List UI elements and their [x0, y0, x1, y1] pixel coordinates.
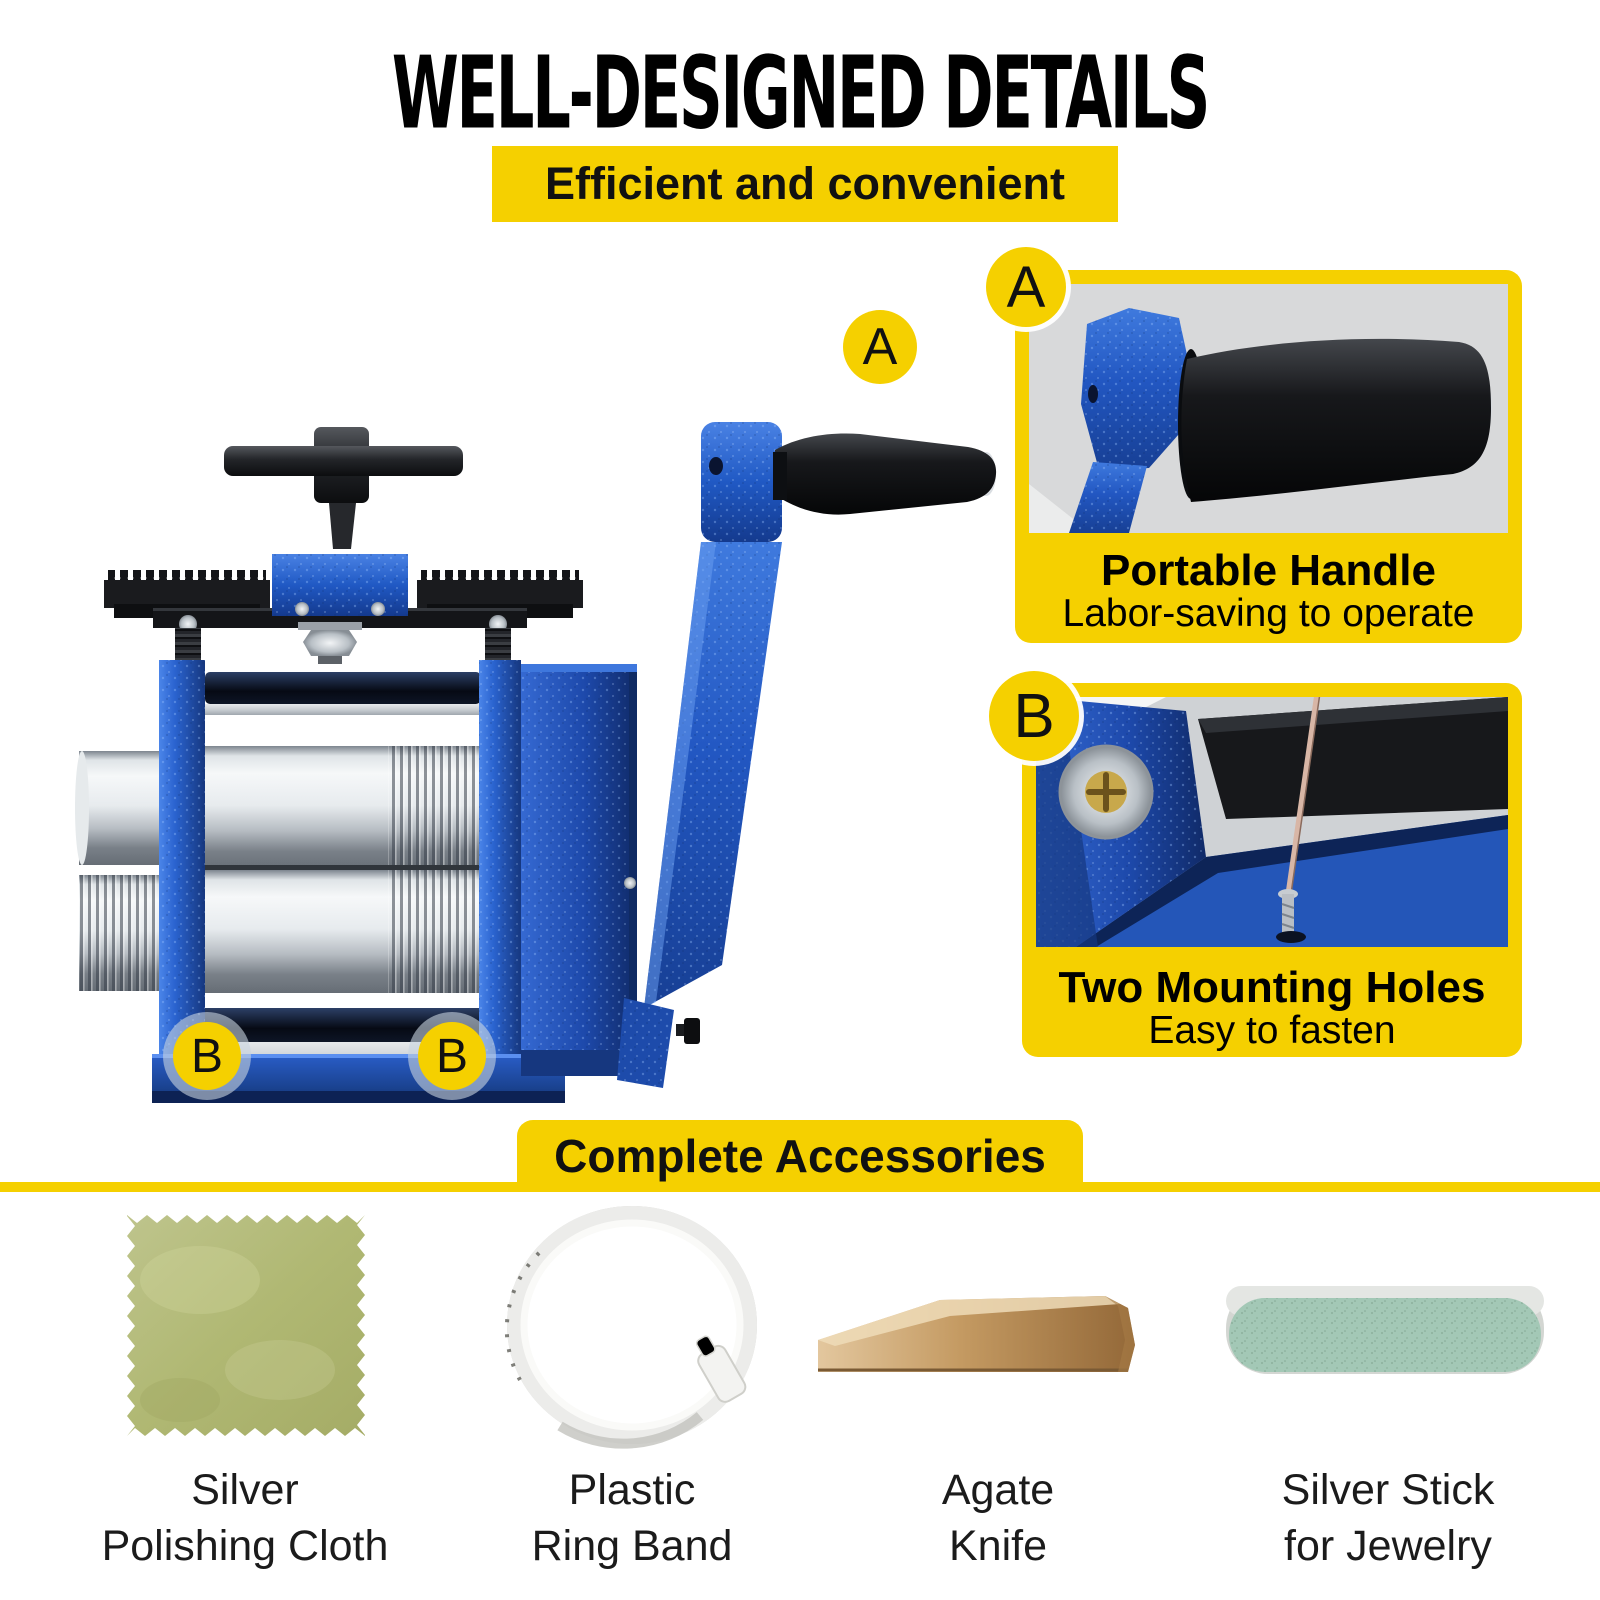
label-line: Knife: [948, 1522, 1047, 1570]
label-silver-polishing-cloth: Silver Polishing Cloth: [102, 1462, 389, 1574]
callout-card-portable-handle: Portable Handle Labor-saving to operate: [1015, 270, 1522, 643]
rollers: [75, 746, 479, 993]
adjusting-screws: [175, 615, 511, 666]
marker-b-right-letter: B: [435, 1029, 468, 1083]
handle-closeup-photo: [1029, 284, 1508, 533]
marker-b-left: B: [173, 1022, 241, 1090]
rolling-mill-illustration: [75, 422, 997, 1103]
accessories-banner-label: Complete Accessories: [554, 1130, 1046, 1182]
yellow-divider: [0, 1182, 1600, 1192]
accessories-illustrations: [127, 1206, 1544, 1449]
marker-b-card-letter: B: [1013, 681, 1055, 751]
gear-assembly: [104, 570, 583, 628]
bearing-strip: [205, 704, 481, 715]
crank-handle: [773, 433, 997, 515]
label-plastic-ring-band: Plastic Ring Band: [532, 1462, 733, 1574]
card-b-subtitle: Easy to fasten: [1148, 1009, 1396, 1052]
handle-closeup-art: [1029, 284, 1508, 533]
label-line: Polishing Cloth: [101, 1522, 389, 1570]
tie-bar: [205, 672, 481, 704]
marker-a-card-letter: A: [1006, 254, 1046, 320]
right-housing: [521, 664, 637, 1076]
label-line: Silver: [191, 1466, 299, 1514]
agate-knife-icon: [818, 1296, 1135, 1372]
label-line: Silver Stick: [1281, 1466, 1495, 1514]
callout-card-mounting-holes: Two Mounting Holes Easy to fasten: [1022, 683, 1522, 1057]
crank-arm: [617, 422, 782, 1088]
frame-columns: [159, 660, 521, 1054]
label-line: Plastic: [568, 1466, 696, 1514]
marker-a-card: A: [986, 247, 1066, 327]
t-handle: [224, 427, 463, 549]
gear-housing: [272, 554, 408, 616]
label-silver-stick: Silver Stick for Jewelry: [1282, 1462, 1495, 1574]
marker-b-left-letter: B: [190, 1029, 223, 1083]
silver-stick-icon: [1226, 1286, 1544, 1374]
plastic-ring-band-icon: [504, 1206, 757, 1449]
mounting-holes-art: [1036, 697, 1508, 947]
silver-polishing-cloth-icon: [127, 1215, 365, 1436]
label-agate-knife: Agate Knife: [942, 1462, 1054, 1574]
card-b-title: Two Mounting Holes: [1058, 963, 1486, 1012]
subtitle-banner: Efficient and convenient: [492, 146, 1118, 222]
card-a-subtitle: Labor-saving to operate: [1062, 592, 1475, 635]
label-line: Agate: [941, 1466, 1055, 1514]
page-title: WELL-DESIGNED DETAILS: [391, 36, 1211, 152]
label-line: Ring Band: [531, 1522, 733, 1570]
mounting-holes-closeup-photo: [1036, 697, 1508, 947]
accessories-banner: Complete Accessories: [517, 1120, 1083, 1192]
label-line: for Jewelry: [1284, 1522, 1492, 1570]
marker-b-card: B: [989, 671, 1079, 761]
marker-a-main: A: [843, 310, 917, 384]
marker-a-main-letter: A: [862, 318, 898, 376]
subtitle-banner-label: Efficient and convenient: [544, 158, 1066, 209]
card-a-title: Portable Handle: [1101, 546, 1436, 595]
marker-b-right: B: [418, 1022, 486, 1090]
